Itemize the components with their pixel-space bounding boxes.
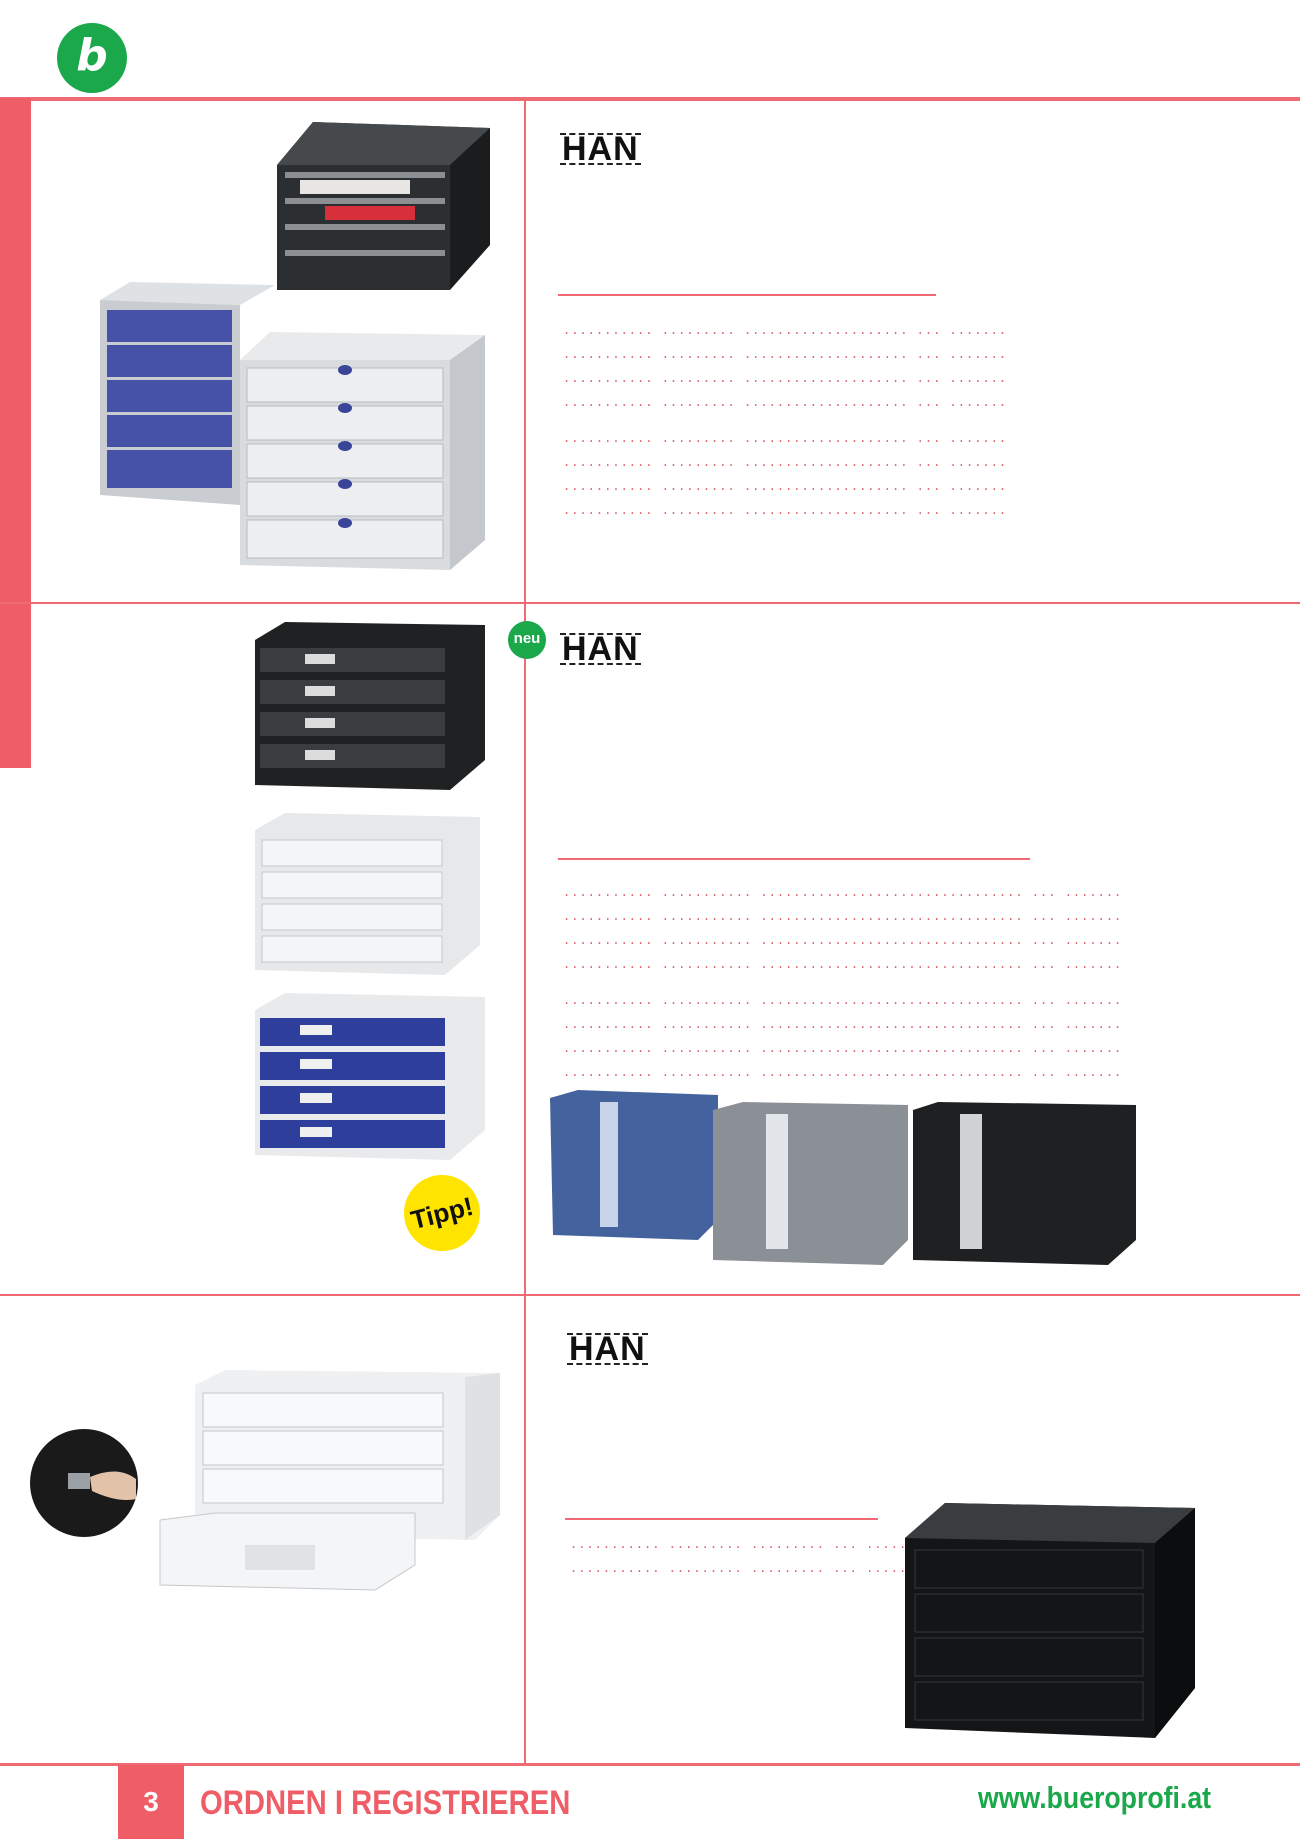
spec-rule-3 <box>565 1518 878 1520</box>
spec-row: ........... ........... ................… <box>563 909 1123 923</box>
row-divider-2 <box>0 1294 1300 1296</box>
spec-row: ........... ......... ..................… <box>563 395 1008 409</box>
product-brand-3: HAN <box>567 1330 648 1368</box>
spec-row: ........... ......... ..................… <box>563 479 1008 493</box>
product-image-box-system-set <box>100 122 490 570</box>
spec-row: ........... ........... ................… <box>563 885 1123 899</box>
row-divider-1 <box>0 602 1300 604</box>
brand-logo: b <box>57 23 127 93</box>
spec-list-3: ........... ......... ......... ... ....… <box>570 1532 932 1580</box>
website-link[interactable]: www.bueroprofi.at <box>978 1780 1212 1815</box>
spec-rule-2 <box>558 858 1030 860</box>
spec-row: ........... ........... ................… <box>563 1041 1123 1055</box>
new-badge: neu <box>508 621 546 659</box>
product-brand-2: HAN <box>560 630 641 668</box>
spec-row: ........... ......... ..................… <box>563 371 1008 385</box>
spec-list-1: ........... ......... ..................… <box>563 318 1007 522</box>
product-image-white-drawer-box <box>159 1370 500 1591</box>
section-sidebar-tab <box>0 98 31 768</box>
spec-row: ........... ......... ..................… <box>563 455 1008 469</box>
product-image-black-drawer-box <box>905 1503 1195 1738</box>
detail-image-lock <box>30 1429 138 1537</box>
spec-row: ........... ......... ......... ... ....… <box>570 1537 932 1551</box>
spec-rule-1 <box>558 294 936 296</box>
tip-badge: Tipp! <box>395 1166 489 1260</box>
header-divider <box>0 97 1300 101</box>
spec-row: ........... ......... ..................… <box>563 431 1008 445</box>
page-number: 3 <box>118 1765 184 1839</box>
product-brand-1: HAN <box>560 130 641 168</box>
spec-row: ........... ......... ..................… <box>563 503 1008 517</box>
spec-list-2: ........... ........... ................… <box>563 880 1122 1084</box>
spec-row: ........... ......... ..................… <box>563 347 1008 361</box>
spec-row: ........... ........... ................… <box>563 993 1123 1007</box>
spec-row: ........... ......... ..................… <box>563 323 1008 337</box>
spec-row: ........... ........... ................… <box>563 957 1123 971</box>
spec-row: ........... ........... ................… <box>563 1065 1123 1079</box>
spec-row: ........... ........... ................… <box>563 933 1123 947</box>
column-divider <box>524 99 526 1764</box>
product-image-color-variants <box>550 1090 1136 1265</box>
section-title: ORDNEN I REGISTRIEREN <box>200 1784 571 1822</box>
spec-row: ........... ......... ......... ... ....… <box>570 1561 932 1575</box>
spec-row: ........... ........... ................… <box>563 1017 1123 1031</box>
product-image-drawer-boxes <box>255 622 485 1160</box>
footer-divider <box>0 1763 1300 1766</box>
